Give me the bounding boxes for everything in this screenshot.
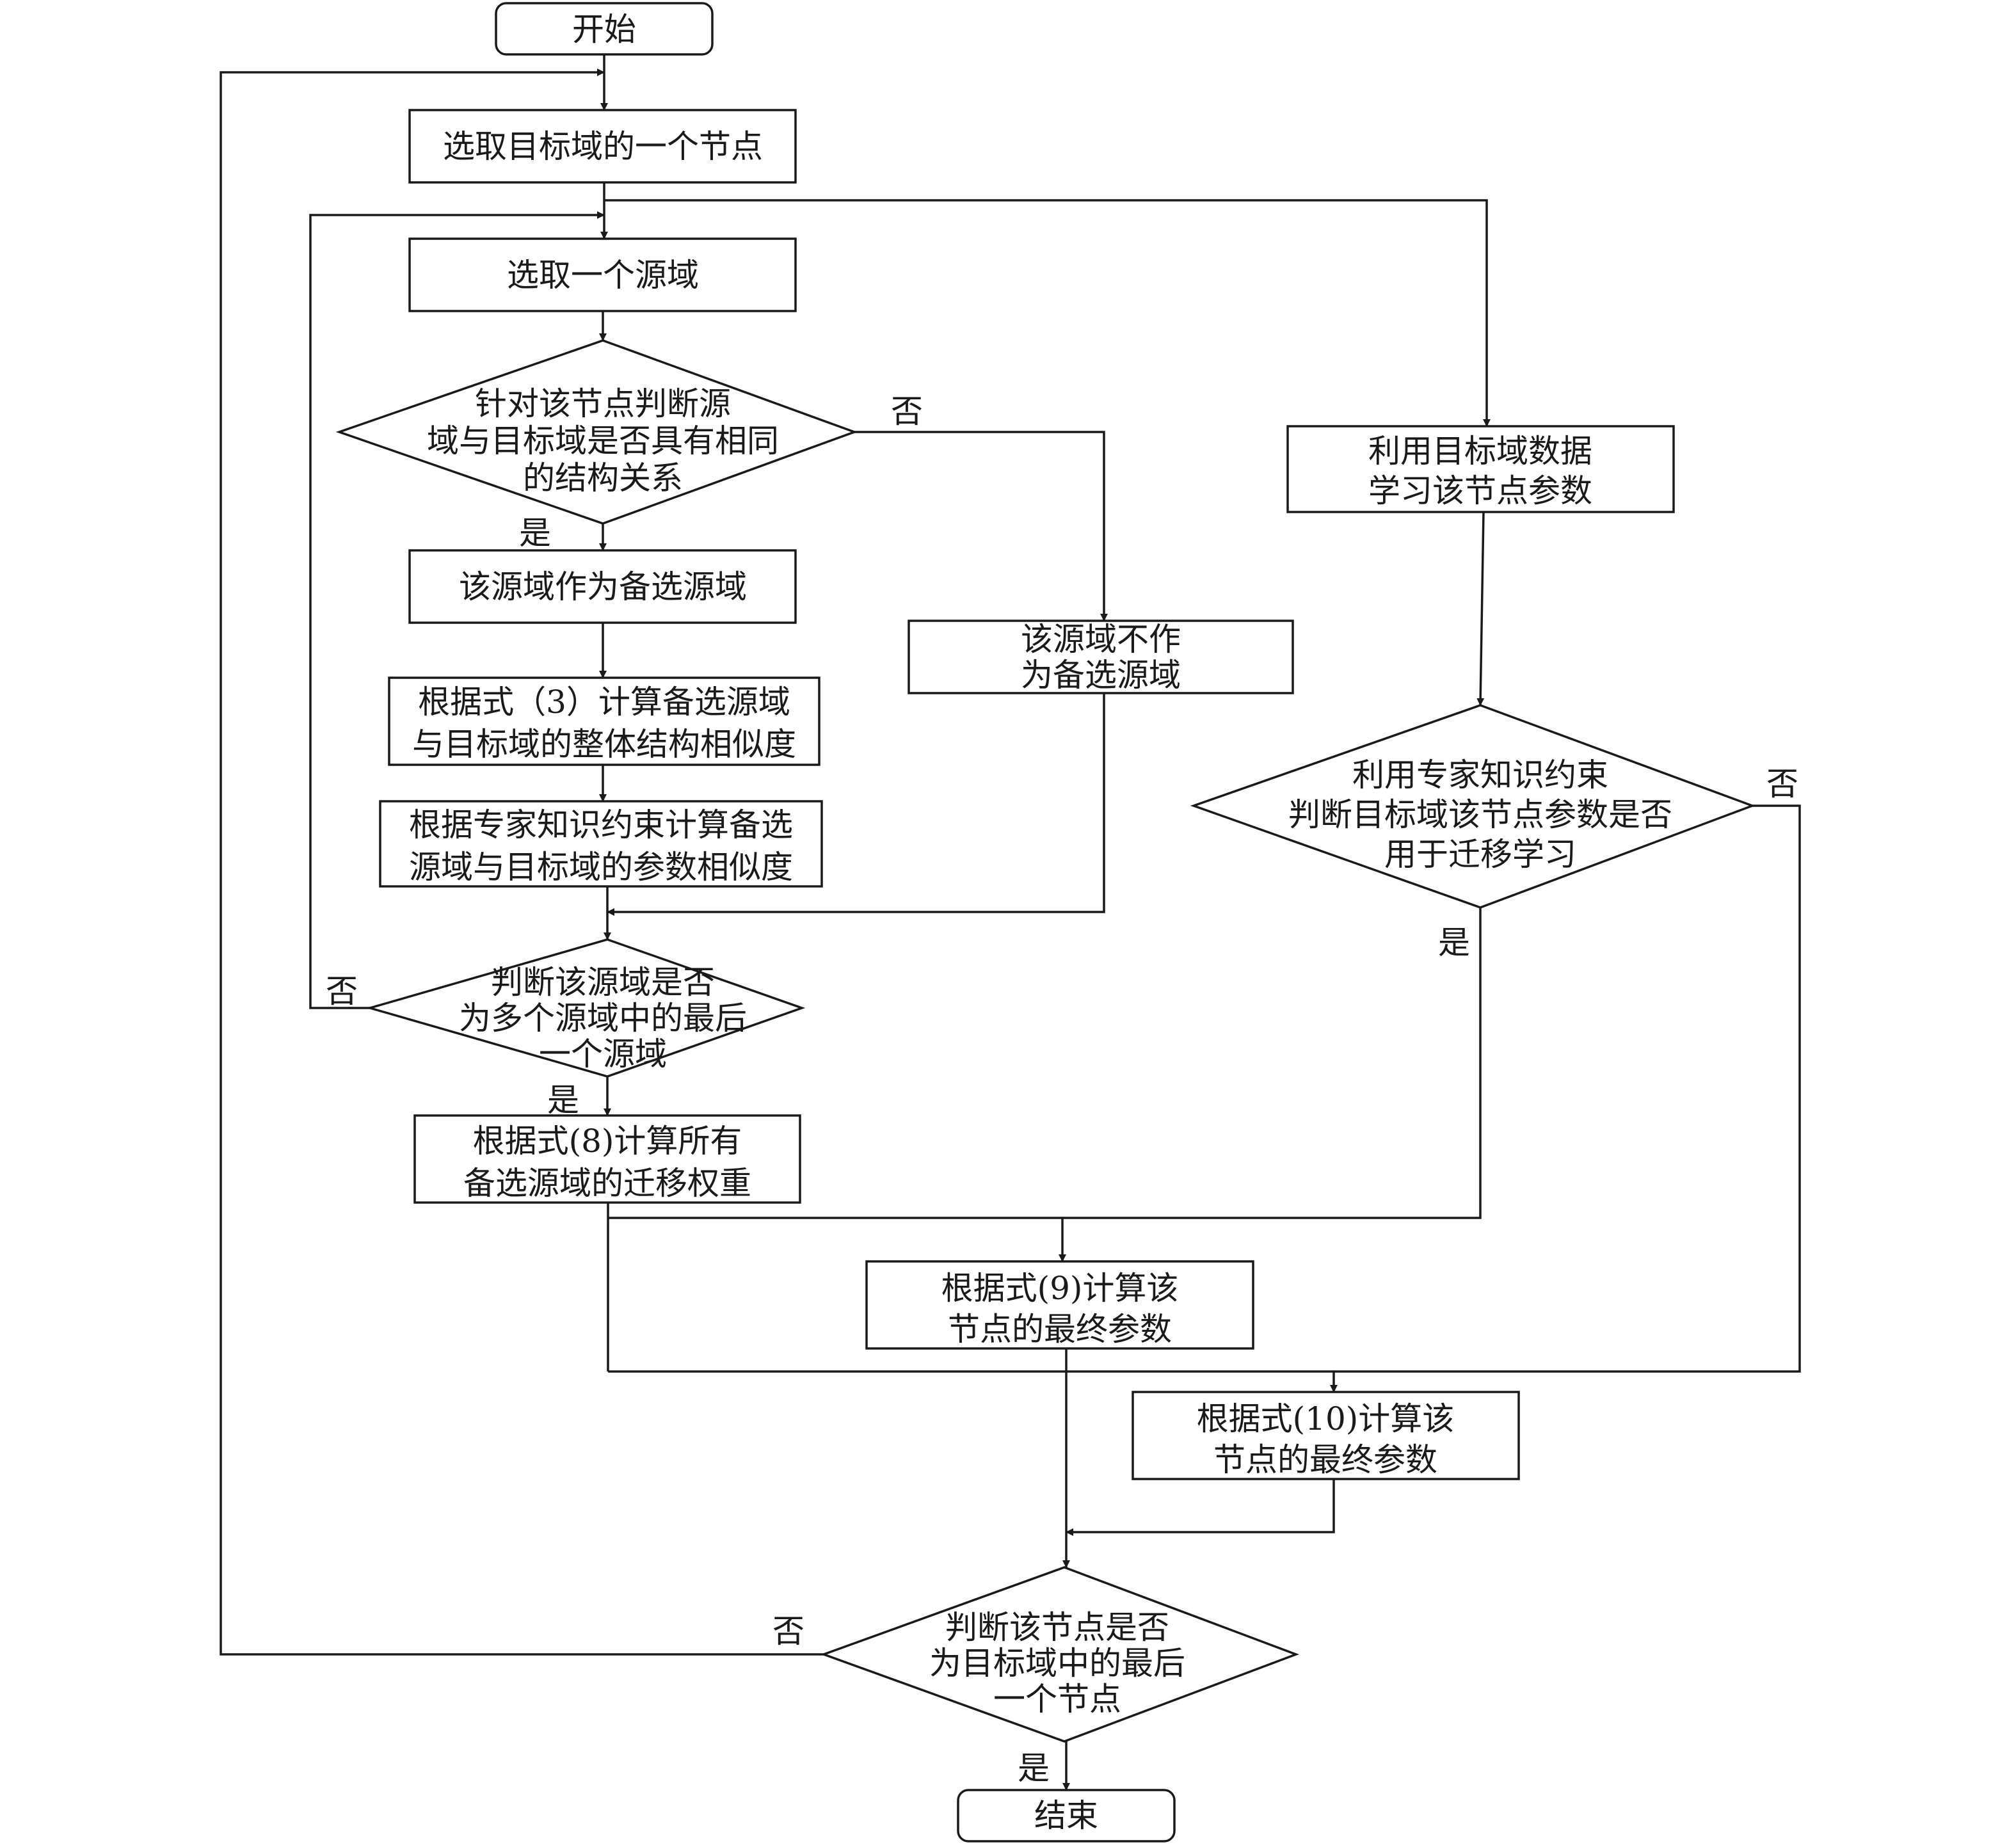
- calc-final-10-box: [1132, 1391, 1520, 1480]
- calc-final-9-box: [865, 1260, 1254, 1350]
- as-candidate-label: 该源域作为备选源域: [459, 568, 747, 605]
- end-label: 结束: [1034, 1797, 1098, 1834]
- edge-transfer-no-to-calc10: [1334, 804, 1801, 1373]
- calc-weights-line-1: 根据式(8)计算所有: [473, 1123, 742, 1160]
- structure-no-label: 否: [891, 393, 923, 430]
- judge-last-source-line-1: 判断该源域是否: [491, 964, 715, 1001]
- calc-param-sim-line-2: 源域与目标域的参数相似度: [409, 849, 793, 886]
- edge-transfer-yes-to-calc9: [1059, 908, 1482, 1262]
- edge-learn-to-judge-transfer: [1476, 511, 1485, 706]
- calc-weights-line-2: 备选源域的迁移权重: [463, 1165, 751, 1202]
- last-node-no-label: 否: [772, 1613, 804, 1650]
- calc-structure-sim-line-1: 根据式（3）计算备选源域: [418, 684, 790, 721]
- calc-weights-box: [413, 1114, 801, 1204]
- learn-params-box: [1286, 425, 1675, 513]
- judge-last-source-line-2: 为多个源域中的最后: [459, 1000, 747, 1037]
- judge-last-node-diamond: [820, 1566, 1299, 1743]
- last-node-yes-label: 是: [1018, 1750, 1050, 1787]
- calc-param-sim-line-1: 根据专家知识约束计算备选: [409, 806, 793, 844]
- not-candidate-line-2: 为备选源域: [1021, 657, 1181, 694]
- judge-transfer-line-3: 用于迁移学习: [1384, 836, 1576, 873]
- judge-last-node-line-2: 为目标域中的最后: [929, 1645, 1185, 1682]
- calc-final-10-line-1: 根据式(10)计算该: [1197, 1400, 1455, 1437]
- not-candidate-line-1: 该源域不作: [1021, 621, 1181, 658]
- select-target-node-box: [408, 109, 797, 184]
- learn-params-line-2: 学习该节点参数: [1368, 472, 1592, 509]
- edge-calc10-merge: [1066, 1479, 1335, 1536]
- transfer-yes-label: 是: [1438, 924, 1470, 961]
- learn-params-line-1: 利用目标域数据: [1368, 433, 1592, 470]
- last-source-yes-label: 是: [547, 1082, 579, 1119]
- calc-structure-sim-line-2: 与目标域的整体结构相似度: [412, 726, 796, 763]
- edge-branch-to-learn-params: [604, 199, 1491, 427]
- edge-loop-next-source: [309, 211, 605, 1009]
- judge-structure-line-2: 域与目标域是否具有相同: [427, 422, 779, 460]
- judge-structure-line-3: 的结构关系: [523, 460, 683, 497]
- judge-last-node-line-1: 判断该节点是否: [945, 1609, 1169, 1646]
- calc-final-9-line-1: 根据式(9)计算该: [941, 1270, 1179, 1307]
- edge-not-candidate-merge: [607, 693, 1105, 916]
- structure-yes-label: 是: [519, 515, 551, 552]
- last-source-no-label: 否: [326, 973, 358, 1010]
- edge-weights-to-calc10: [608, 1370, 1338, 1393]
- edge-loop-next-node: [220, 68, 824, 1656]
- calc-final-10-line-2: 节点的最终参数: [1213, 1441, 1437, 1478]
- edge-judge-no-to-not-candidate: [854, 431, 1108, 621]
- judge-structure-line-1: 针对该节点判断源: [475, 385, 731, 422]
- select-target-node-label: 选取目标域的一个节点: [443, 128, 763, 165]
- judge-last-node-line-3: 一个节点: [993, 1681, 1121, 1718]
- transfer-no-label: 否: [1766, 765, 1798, 803]
- judge-transfer-line-1: 利用专家知识约束: [1352, 756, 1608, 794]
- start-label: 开始: [572, 11, 636, 48]
- select-source-label: 选取一个源域: [507, 257, 699, 294]
- calc-final-9-line-2: 节点的最终参数: [948, 1311, 1172, 1348]
- judge-last-source-line-3: 一个源域: [539, 1035, 667, 1073]
- judge-transfer-line-2: 判断目标域该节点参数是否: [1288, 796, 1672, 833]
